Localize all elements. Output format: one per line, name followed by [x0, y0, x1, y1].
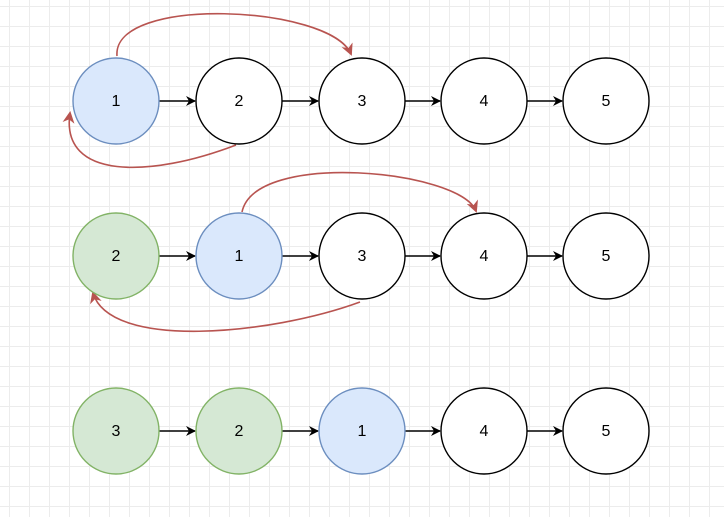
link-arrows [159, 96, 563, 436]
node-circle [72, 57, 160, 145]
node-label: 4 [480, 93, 489, 110]
list-node: 5 [562, 387, 650, 475]
node-label: 4 [480, 423, 489, 440]
pointer-arrow-row1-back [62, 111, 237, 169]
list-node: 2 [195, 57, 283, 145]
list-node: 1 [195, 212, 283, 300]
node-label: 3 [112, 423, 121, 440]
node-circle [195, 212, 283, 300]
node-circle [562, 387, 650, 475]
node-circle [440, 387, 528, 475]
node-circle [318, 387, 406, 475]
node-circle [72, 212, 160, 300]
node-row-2: 2 1 3 4 5 [72, 212, 650, 300]
node-circle [318, 212, 406, 300]
node-label: 5 [602, 93, 611, 110]
node-label: 3 [358, 248, 367, 265]
list-node: 1 [318, 387, 406, 475]
node-label: 4 [480, 248, 489, 265]
node-circle [562, 212, 650, 300]
node-row-1: 1 2 3 4 5 [72, 57, 650, 145]
pointer-arrow-row2-next [241, 171, 478, 213]
list-node: 4 [440, 57, 528, 145]
node-label: 2 [112, 248, 121, 265]
node-label: 1 [112, 93, 121, 110]
node-circle [195, 57, 283, 145]
node-label: 5 [602, 248, 611, 265]
node-circle [318, 57, 406, 145]
list-node: 4 [440, 387, 528, 475]
pointer-arrow-row1-next [116, 12, 353, 57]
node-circle [440, 57, 528, 145]
list-node: 1 [72, 57, 160, 145]
node-rows: 1 2 3 4 5 2 1 3 4 5 3 2 1 4 5 [72, 57, 650, 475]
node-circle [72, 387, 160, 475]
list-node: 2 [195, 387, 283, 475]
node-circle [195, 387, 283, 475]
node-circle [440, 212, 528, 300]
node-row-3: 3 2 1 4 5 [72, 387, 650, 475]
pointer-arrow-row2-back [90, 291, 361, 333]
list-node: 3 [318, 57, 406, 145]
pointer-arrows [62, 12, 478, 333]
list-node: 2 [72, 212, 160, 300]
node-label: 2 [235, 423, 244, 440]
node-label: 2 [235, 93, 244, 110]
list-node: 3 [318, 212, 406, 300]
node-label: 1 [235, 248, 244, 265]
node-label: 5 [602, 423, 611, 440]
node-label: 1 [358, 423, 367, 440]
list-node: 5 [562, 57, 650, 145]
node-label: 3 [358, 93, 367, 110]
list-node: 5 [562, 212, 650, 300]
node-circle [562, 57, 650, 145]
list-node: 4 [440, 212, 528, 300]
list-node: 3 [72, 387, 160, 475]
